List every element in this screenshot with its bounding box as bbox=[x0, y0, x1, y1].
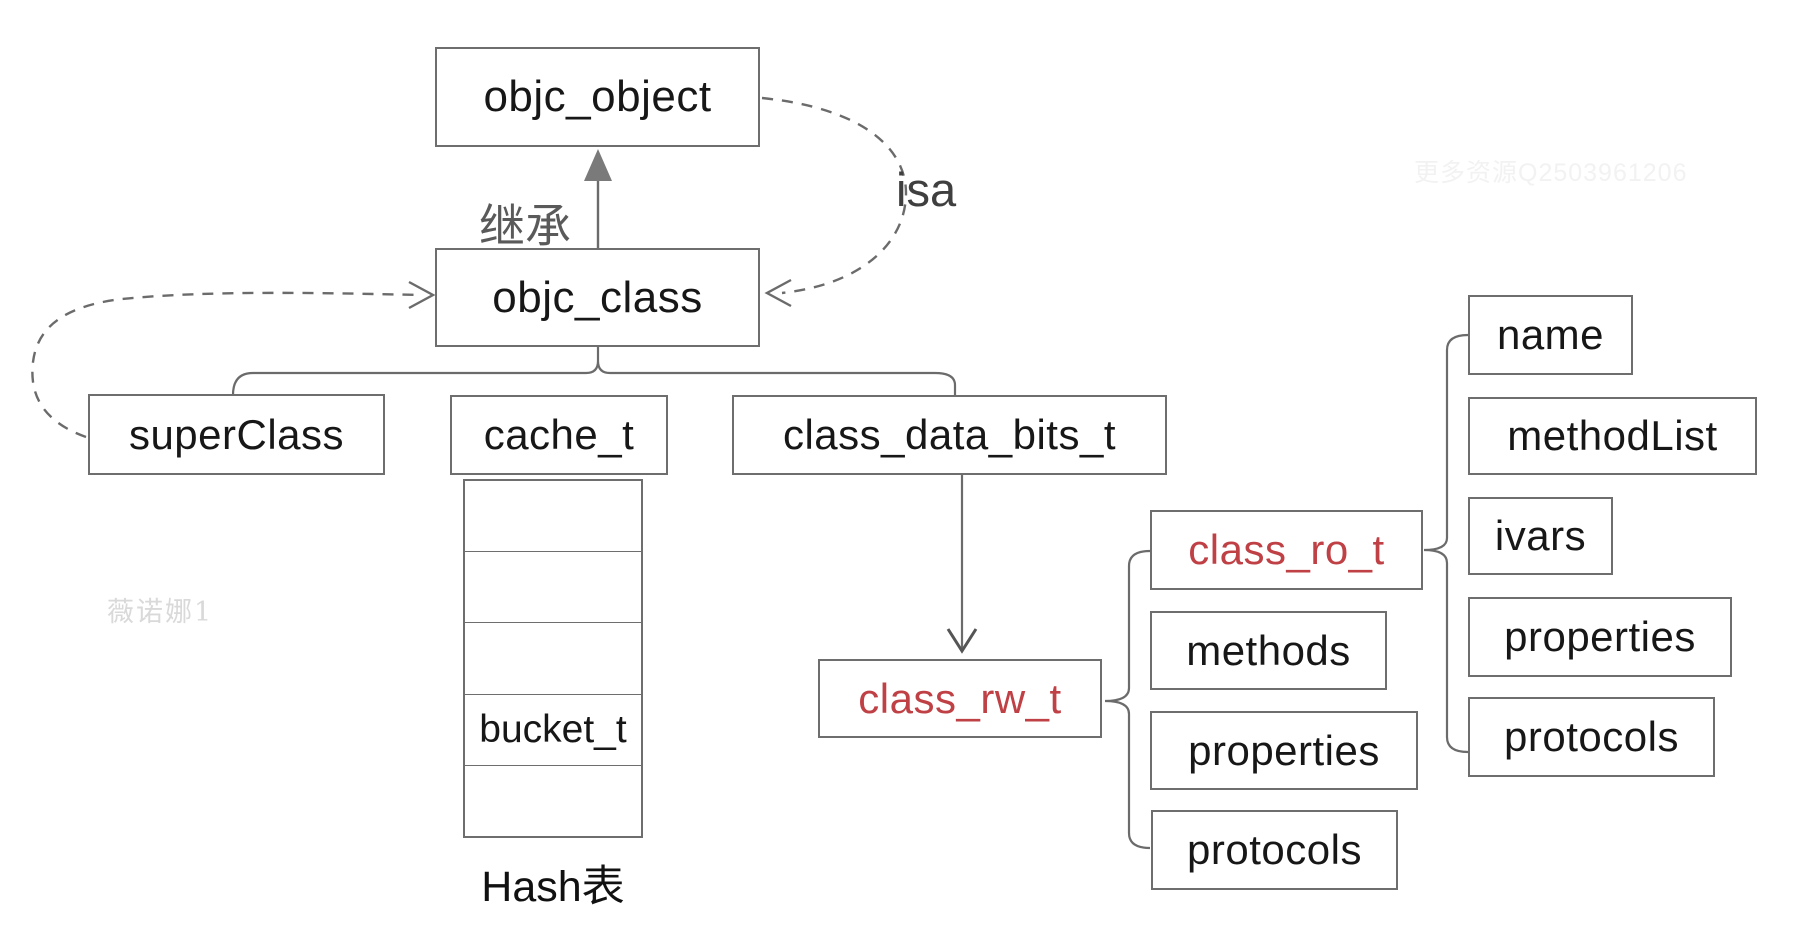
data-bits-arrow bbox=[946, 475, 978, 654]
node-cache-t-label: cache_t bbox=[483, 411, 635, 458]
node-objc-object: objc_object bbox=[435, 47, 760, 147]
watermark-left: 薇诺娜1 bbox=[107, 597, 214, 628]
inherit-label: 继承 bbox=[479, 200, 571, 252]
node-class-ro-t-label: class_ro_t bbox=[1188, 526, 1385, 573]
bucket-t-label: bucket_t bbox=[479, 707, 627, 751]
node-class-data-bits-t-label: class_data_bits_t bbox=[782, 411, 1117, 458]
node-rw-properties: properties bbox=[1150, 711, 1418, 790]
node-objc-class-label: objc_class bbox=[492, 272, 703, 322]
cache-hash-table: bucket_t bbox=[463, 479, 643, 838]
children-bracket bbox=[231, 347, 957, 396]
watermark-top-right: 更多资源Q2503961206 bbox=[1414, 159, 1688, 187]
node-rw-methods: methods bbox=[1150, 611, 1387, 690]
node-ro-properties: properties bbox=[1468, 597, 1732, 677]
node-class-data-bits-t: class_data_bits_t bbox=[732, 395, 1167, 475]
node-ro-protocols: protocols bbox=[1468, 697, 1715, 777]
hash-table-row-bucket: bucket_t bbox=[465, 693, 641, 765]
isa-dashed-arrow bbox=[761, 96, 908, 308]
isa-label: isa bbox=[896, 163, 957, 216]
node-class-ro-t: class_ro_t bbox=[1150, 510, 1423, 590]
node-ro-protocols-label: protocols bbox=[1504, 713, 1679, 760]
hash-table-row bbox=[465, 764, 641, 836]
node-class-rw-t: class_rw_t bbox=[818, 659, 1102, 738]
hash-table-row bbox=[465, 481, 641, 551]
node-ro-name-label: name bbox=[1496, 311, 1605, 358]
node-ro-methodlist: methodList bbox=[1468, 397, 1757, 475]
node-ro-methodlist-label: methodList bbox=[1507, 412, 1718, 459]
hash-table-caption: Hash表 bbox=[481, 863, 625, 911]
rw-children-brace bbox=[1104, 549, 1151, 850]
node-rw-methods-label: methods bbox=[1186, 626, 1351, 674]
node-rw-protocols: protocols bbox=[1151, 810, 1398, 890]
node-ro-ivars-label: ivars bbox=[1494, 512, 1587, 559]
node-rw-protocols-label: protocols bbox=[1187, 826, 1362, 873]
hash-table-row bbox=[465, 622, 641, 693]
node-class-rw-t-label: class_rw_t bbox=[858, 674, 1062, 722]
hash-table-row bbox=[465, 551, 641, 622]
node-superclass-label: superClass bbox=[128, 410, 345, 458]
node-rw-properties-label: properties bbox=[1188, 726, 1380, 774]
node-cache-t: cache_t bbox=[450, 395, 668, 475]
node-ro-properties-label: properties bbox=[1504, 613, 1696, 660]
node-ro-ivars: ivars bbox=[1468, 497, 1613, 575]
node-objc-class: objc_class bbox=[435, 248, 760, 347]
node-ro-name: name bbox=[1468, 295, 1633, 375]
node-objc-object-label: objc_object bbox=[483, 72, 712, 121]
ro-children-brace bbox=[1423, 333, 1469, 754]
node-superclass: superClass bbox=[88, 394, 385, 475]
